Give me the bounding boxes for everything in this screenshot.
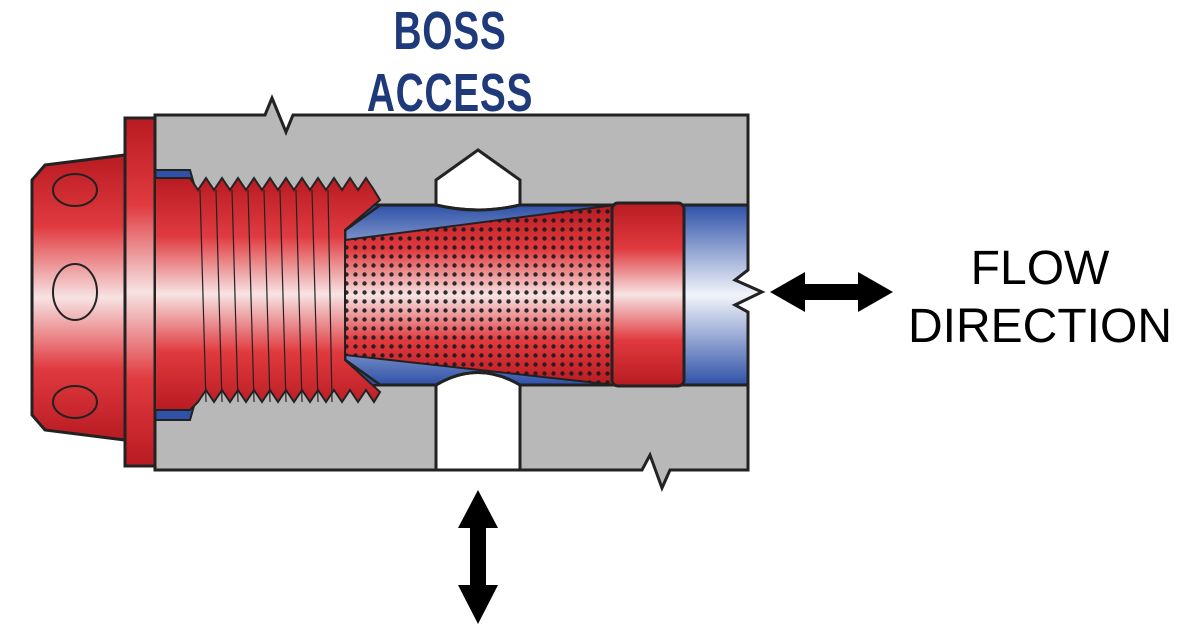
- screen-end-cap: [610, 201, 686, 388]
- perforated-screen: [344, 203, 616, 387]
- diagram-title: BOSS ACCESS: [366, 1, 534, 123]
- fitting-hex-head: [30, 116, 157, 468]
- boss-port-bottom: [434, 371, 522, 472]
- horizontal-arrow-icon: [770, 272, 893, 312]
- flow-label-line2: DIRECTION: [908, 300, 1172, 353]
- flow-direction-label: FLOW DIRECTION: [895, 240, 1185, 356]
- flow-label-line1: FLOW: [970, 242, 1110, 295]
- fitting-threads: [154, 176, 382, 411]
- vertical-arrow-icon: [458, 490, 498, 624]
